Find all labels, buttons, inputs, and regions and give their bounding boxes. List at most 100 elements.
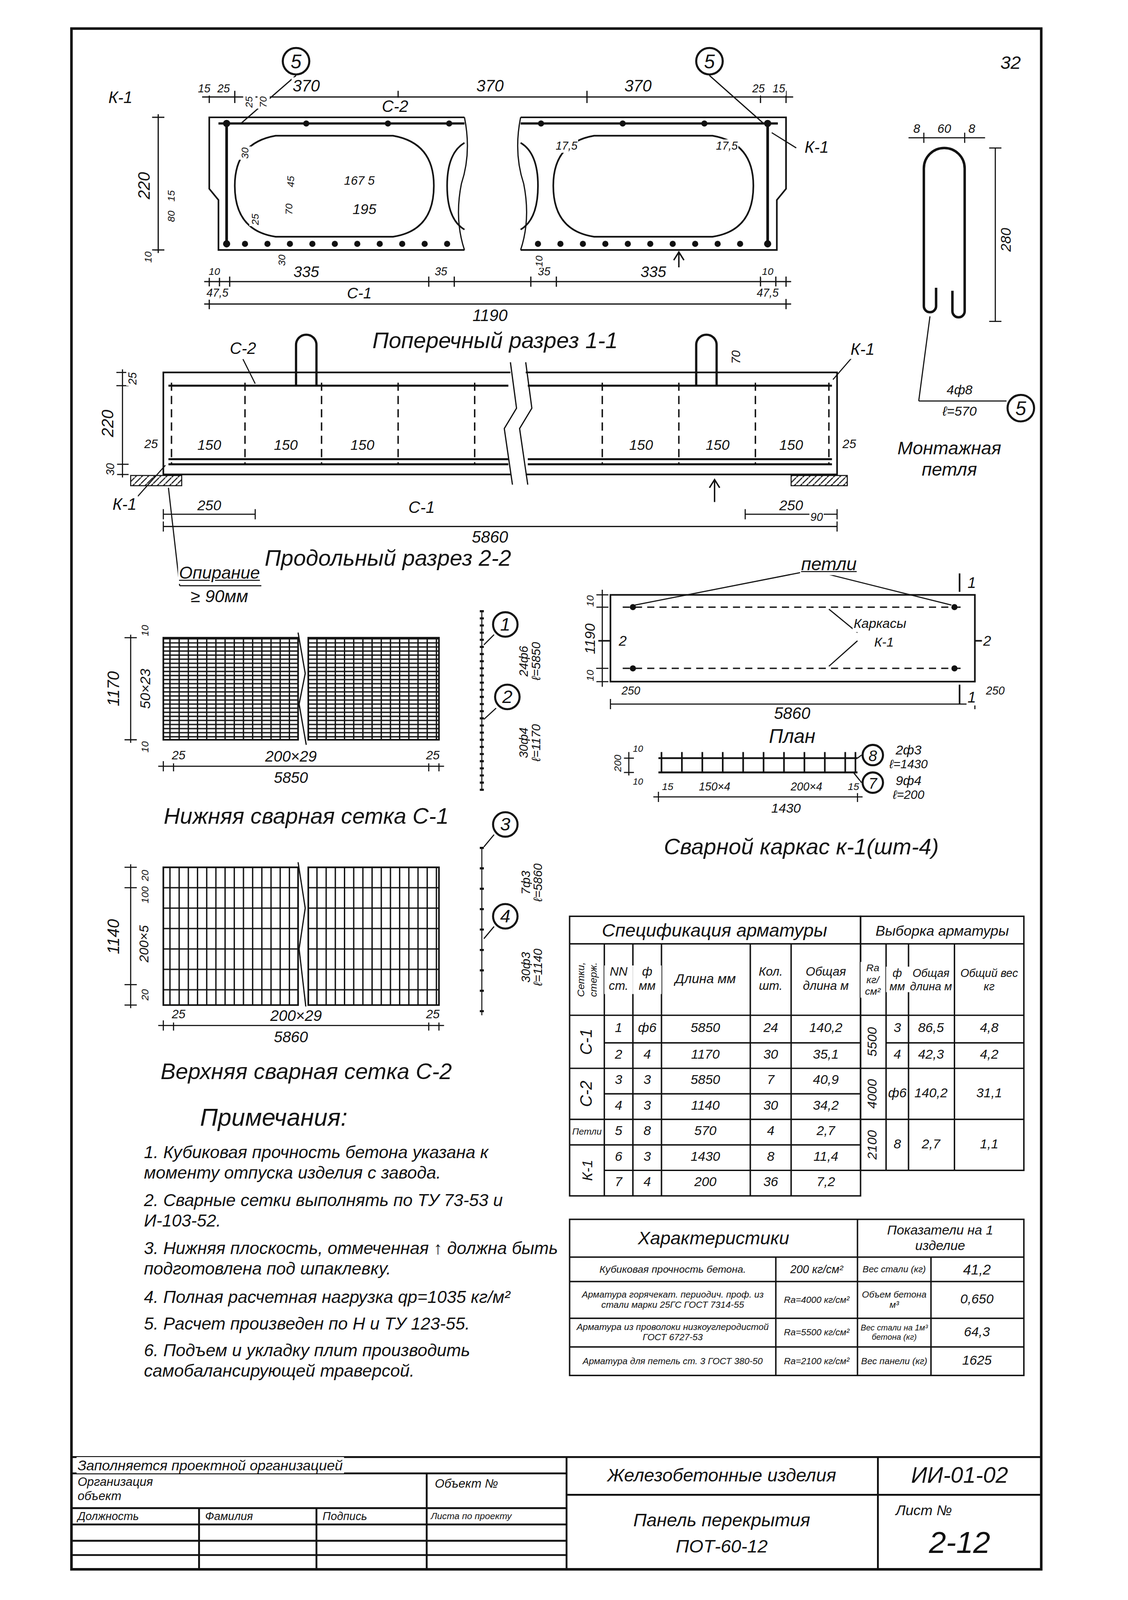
- drawing-line: [629, 604, 958, 672]
- drawing-line: [168, 487, 262, 586]
- drawing-line: [701, 120, 708, 127]
- callout-text: 7: [868, 775, 877, 791]
- drawing-line: [520, 117, 786, 251]
- drawing-label: 10: [584, 669, 596, 683]
- drawing-label: 5850: [272, 769, 309, 787]
- drawing-line: [534, 240, 542, 248]
- drawing-label: 60: [936, 122, 953, 137]
- drawing-line: [308, 867, 439, 1006]
- drawing-label: Сварной каркас к-1(шт-4): [662, 834, 941, 861]
- drawing-label: С-1: [577, 1028, 597, 1057]
- drawing-label: 195: [351, 201, 378, 218]
- callout-number: 8: [861, 744, 885, 767]
- drawing-line: [264, 240, 271, 248]
- drawing-label: Заполняется проектной организацией: [76, 1457, 344, 1475]
- drawing-label: 10: [761, 265, 775, 278]
- drawing-label: 10: [584, 594, 596, 608]
- drawing-label: Объем бетона м³: [859, 1290, 929, 1312]
- drawing-label: 200×29: [269, 1006, 323, 1025]
- drawing-label: 335: [639, 262, 667, 281]
- drawing-line: [421, 240, 428, 248]
- drawing-label: 1190: [471, 306, 509, 326]
- drawing-line: [647, 240, 654, 248]
- drawing-label: 4: [892, 1048, 902, 1064]
- drawing-label: ℓ=5850: [530, 641, 545, 682]
- drawing-line: [234, 135, 434, 237]
- drawing-line: [302, 120, 310, 127]
- drawing-line: [923, 147, 965, 318]
- drawing-label: 150: [272, 436, 299, 454]
- drawing-line: [692, 240, 699, 248]
- callout-text: 5: [1015, 398, 1027, 419]
- drawing-label: Лист №: [894, 1502, 953, 1519]
- drawing-label: 5. Расчет произведен по Н и ТУ 123-55.: [143, 1314, 562, 1335]
- drawing-label: 200×29: [264, 747, 319, 766]
- drawing-line: [569, 1219, 1024, 1377]
- drawing-label: 4000: [864, 1078, 881, 1111]
- drawing-label: 370: [623, 77, 653, 96]
- drawing-line: [623, 752, 634, 776]
- drawing-line: [569, 916, 861, 1197]
- drawing-label: 25: [751, 82, 766, 96]
- drawing-label: Подпись: [321, 1510, 369, 1524]
- drawing-line: [860, 944, 1025, 1171]
- drawing-label: 280: [997, 227, 1014, 253]
- drawing-label: Вес панели (кг): [859, 1356, 929, 1368]
- characteristics-table: [569, 1219, 1024, 1377]
- drawing-line: [218, 122, 778, 125]
- drawing-label: 370: [475, 77, 505, 96]
- drawing-label: 5500: [864, 1026, 881, 1058]
- drawing-line: [124, 864, 137, 1009]
- drawing-line: [619, 120, 626, 127]
- drawing-label: 25: [425, 1008, 441, 1023]
- drawing-line: [458, 117, 527, 251]
- drawing-line: [309, 240, 316, 248]
- drawing-line: [597, 573, 982, 705]
- drawing-line: [446, 120, 453, 127]
- callout-text: 5: [290, 51, 302, 72]
- drawing-label: К-1: [872, 635, 895, 651]
- drawing-label: 34,2: [811, 1099, 840, 1115]
- drawing-label: 2-12: [928, 1526, 992, 1562]
- drawing-label: 32: [999, 52, 1022, 75]
- drawing-label: С-2: [380, 97, 410, 117]
- drawing-label: 15: [196, 82, 212, 96]
- drawing-label: 7,2: [815, 1175, 837, 1191]
- drawing-label: Общая длина м: [792, 965, 860, 994]
- drawing-line: [481, 847, 483, 1016]
- drawing-label: 8: [892, 1137, 902, 1153]
- drawing-label: 25: [126, 371, 140, 387]
- drawing-label: 370: [291, 77, 321, 96]
- drawing-label: NN ст.: [604, 965, 633, 994]
- drawing-label: Поперечный разрез 1-1: [371, 327, 619, 354]
- drawing-line: [308, 637, 439, 741]
- drawing-line: [504, 362, 532, 486]
- drawing-label: ℓ=570: [941, 404, 978, 420]
- drawing-line: [709, 479, 720, 503]
- drawing-line: [479, 610, 484, 792]
- drawing-label: 25: [249, 212, 261, 227]
- drawing-line: [669, 240, 676, 248]
- drawing-label: 45: [285, 175, 297, 189]
- drawing-line: [860, 916, 1025, 1171]
- drawing-line: [286, 240, 294, 248]
- drawing-line: [483, 634, 497, 720]
- drawing-line: [124, 634, 137, 744]
- drawing-label: 335: [292, 262, 320, 281]
- callout-text: 8: [868, 747, 877, 763]
- drawing-line: [376, 240, 383, 248]
- drawing-line: [223, 119, 231, 128]
- drawing-label: Фамилия: [204, 1510, 255, 1524]
- drawing-label: 3: [613, 1073, 624, 1089]
- drawing-label: С-1: [346, 284, 373, 303]
- drawing-line: [479, 847, 484, 1016]
- drawing-label: Rа=5500 кг/см²: [777, 1327, 856, 1339]
- drawing-label: 9ф4: [894, 774, 923, 790]
- drawing-label: 25: [170, 749, 187, 764]
- drawing-label: 15: [771, 82, 787, 96]
- sheet-frame: [71, 28, 1042, 1571]
- drawing-line: [624, 240, 631, 248]
- drawing-label: Сетки, стерж.: [575, 948, 599, 1012]
- drawing-line: [853, 755, 862, 783]
